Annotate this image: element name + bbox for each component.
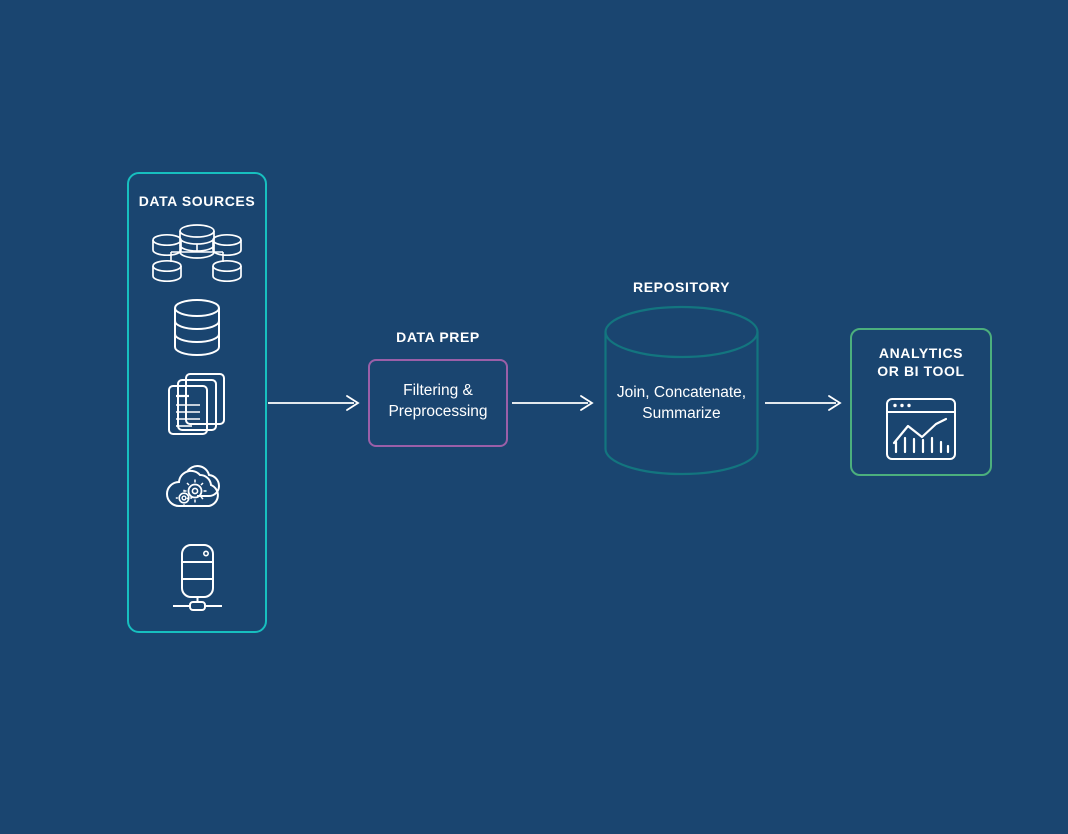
arrow-prep-to-repository (512, 393, 598, 413)
database-icon (127, 294, 267, 362)
documents-icon (127, 366, 267, 442)
repository-label: REPOSITORY (632, 279, 731, 295)
repository-cylinder (603, 305, 760, 476)
server-network-icon (127, 538, 267, 618)
data-prep-body-text: Filtering & Preprocessing (388, 382, 488, 420)
data-prep-box (368, 359, 508, 447)
chart-dashboard-icon (850, 392, 992, 466)
arrow-repository-to-analytics (765, 393, 846, 413)
data-sources-label: DATA SOURCES (138, 193, 256, 209)
repository-body-text: Join, Concatenate, Summarize (616, 384, 747, 422)
cloud-gears-icon (127, 452, 267, 526)
database-cluster-icon (127, 218, 267, 288)
arrow-sources-to-prep (268, 393, 364, 413)
data-sources-panel (127, 172, 267, 633)
data-prep-label: DATA PREP (396, 329, 480, 345)
analytics-label: ANALYTICS OR BI TOOL (877, 345, 965, 379)
analytics-box (850, 328, 992, 476)
